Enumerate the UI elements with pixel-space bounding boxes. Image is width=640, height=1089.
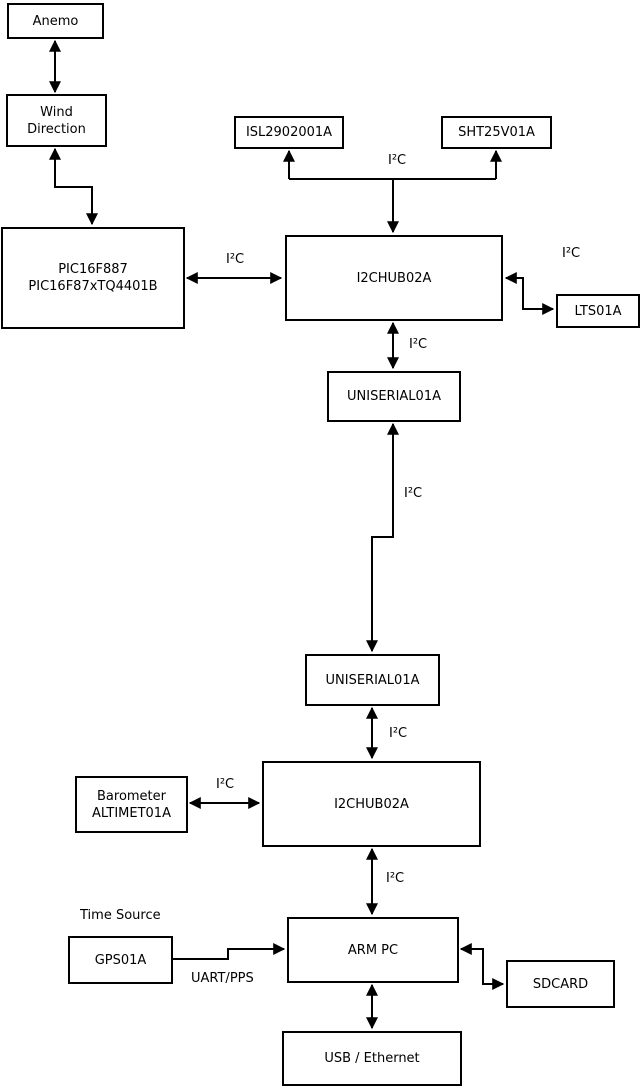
edge-label-i2c-hub2-armpc: I²C <box>386 871 405 886</box>
edge-wind-pic-line <box>49 147 98 226</box>
node-pic16f887-label-line1: PIC16F887 <box>58 262 128 277</box>
node-gps01a: GPS01A <box>68 936 173 984</box>
node-anemo-label: Anemo <box>32 13 79 29</box>
edge-label-i2c-pic-hub1: I²C <box>226 252 245 267</box>
caption-time-source: Time Source <box>80 908 161 923</box>
node-barometer-altimet01a: Barometer ALTIMET01A <box>75 776 188 833</box>
node-wind-direction-label-line2: Direction <box>27 121 86 137</box>
edge-label-i2c-hub1-uniserial1: I²C <box>409 337 428 352</box>
node-sht25v01a: SHT25V01A <box>441 116 552 149</box>
node-uniserial01a-upper: UNISERIAL01A <box>327 371 461 422</box>
node-lts01a: LTS01A <box>556 294 640 328</box>
node-pic16f887-label-line2: PIC16F87xTQ4401B <box>28 279 158 294</box>
edge-armpc-sdcard-line <box>459 943 505 990</box>
node-wind-direction: Wind Direction <box>6 94 107 147</box>
node-i2chub02a-upper-label: I2CHUB02A <box>356 270 432 286</box>
node-lts01a-label: LTS01A <box>574 303 622 319</box>
node-i2chub02a-upper: I2CHUB02A <box>285 235 503 321</box>
node-i2chub02a-lower-label: I2CHUB02A <box>334 796 409 812</box>
edge-uniserial1-uniserial2-line <box>366 422 399 653</box>
node-isl2902001a: ISL2902001A <box>234 116 344 149</box>
node-uniserial01a-upper-label: UNISERIAL01A <box>347 389 441 404</box>
node-arm-pc-label: ARM PC <box>347 942 399 958</box>
node-pic16f887: PIC16F887 PIC16F87xTQ4401B <box>1 227 185 329</box>
node-barometer-label-line1: Barometer <box>97 788 166 804</box>
node-sht25v01a-label: SHT25V01A <box>458 125 535 140</box>
node-isl2902001a-label: ISL2902001A <box>245 125 333 140</box>
node-gps01a-label: GPS01A <box>94 952 147 968</box>
node-usb-ethernet: USB / Ethernet <box>282 1031 462 1086</box>
node-barometer-label-line2: ALTIMET01A <box>92 805 171 821</box>
node-uniserial01a-lower: UNISERIAL01A <box>305 654 440 706</box>
node-anemo: Anemo <box>7 3 104 39</box>
edge-label-uart-pps: UART/PPS <box>191 971 254 986</box>
node-sdcard-label: SDCARD <box>532 976 589 992</box>
node-wind-direction-label-line1: Wind <box>40 104 73 120</box>
node-usb-ethernet-label: USB / Ethernet <box>324 1051 420 1066</box>
edge-gps-armpc-line <box>172 943 286 960</box>
edge-label-i2c-lts: I²C <box>562 246 581 261</box>
edge-label-i2c-uniserial2-hub2: I²C <box>389 726 408 741</box>
node-uniserial01a-lower-label: UNISERIAL01A <box>325 672 420 688</box>
edge-hub1-lts-line <box>504 272 555 315</box>
edge-label-i2c-barometer: I²C <box>216 777 235 792</box>
edge-label-i2c-uniserial-link: I²C <box>404 486 423 501</box>
edge-label-i2c-sensor-bus: I²C <box>388 153 407 168</box>
node-sdcard: SDCARD <box>506 960 615 1008</box>
node-i2chub02a-lower: I2CHUB02A <box>262 761 481 847</box>
node-arm-pc: ARM PC <box>287 917 459 983</box>
